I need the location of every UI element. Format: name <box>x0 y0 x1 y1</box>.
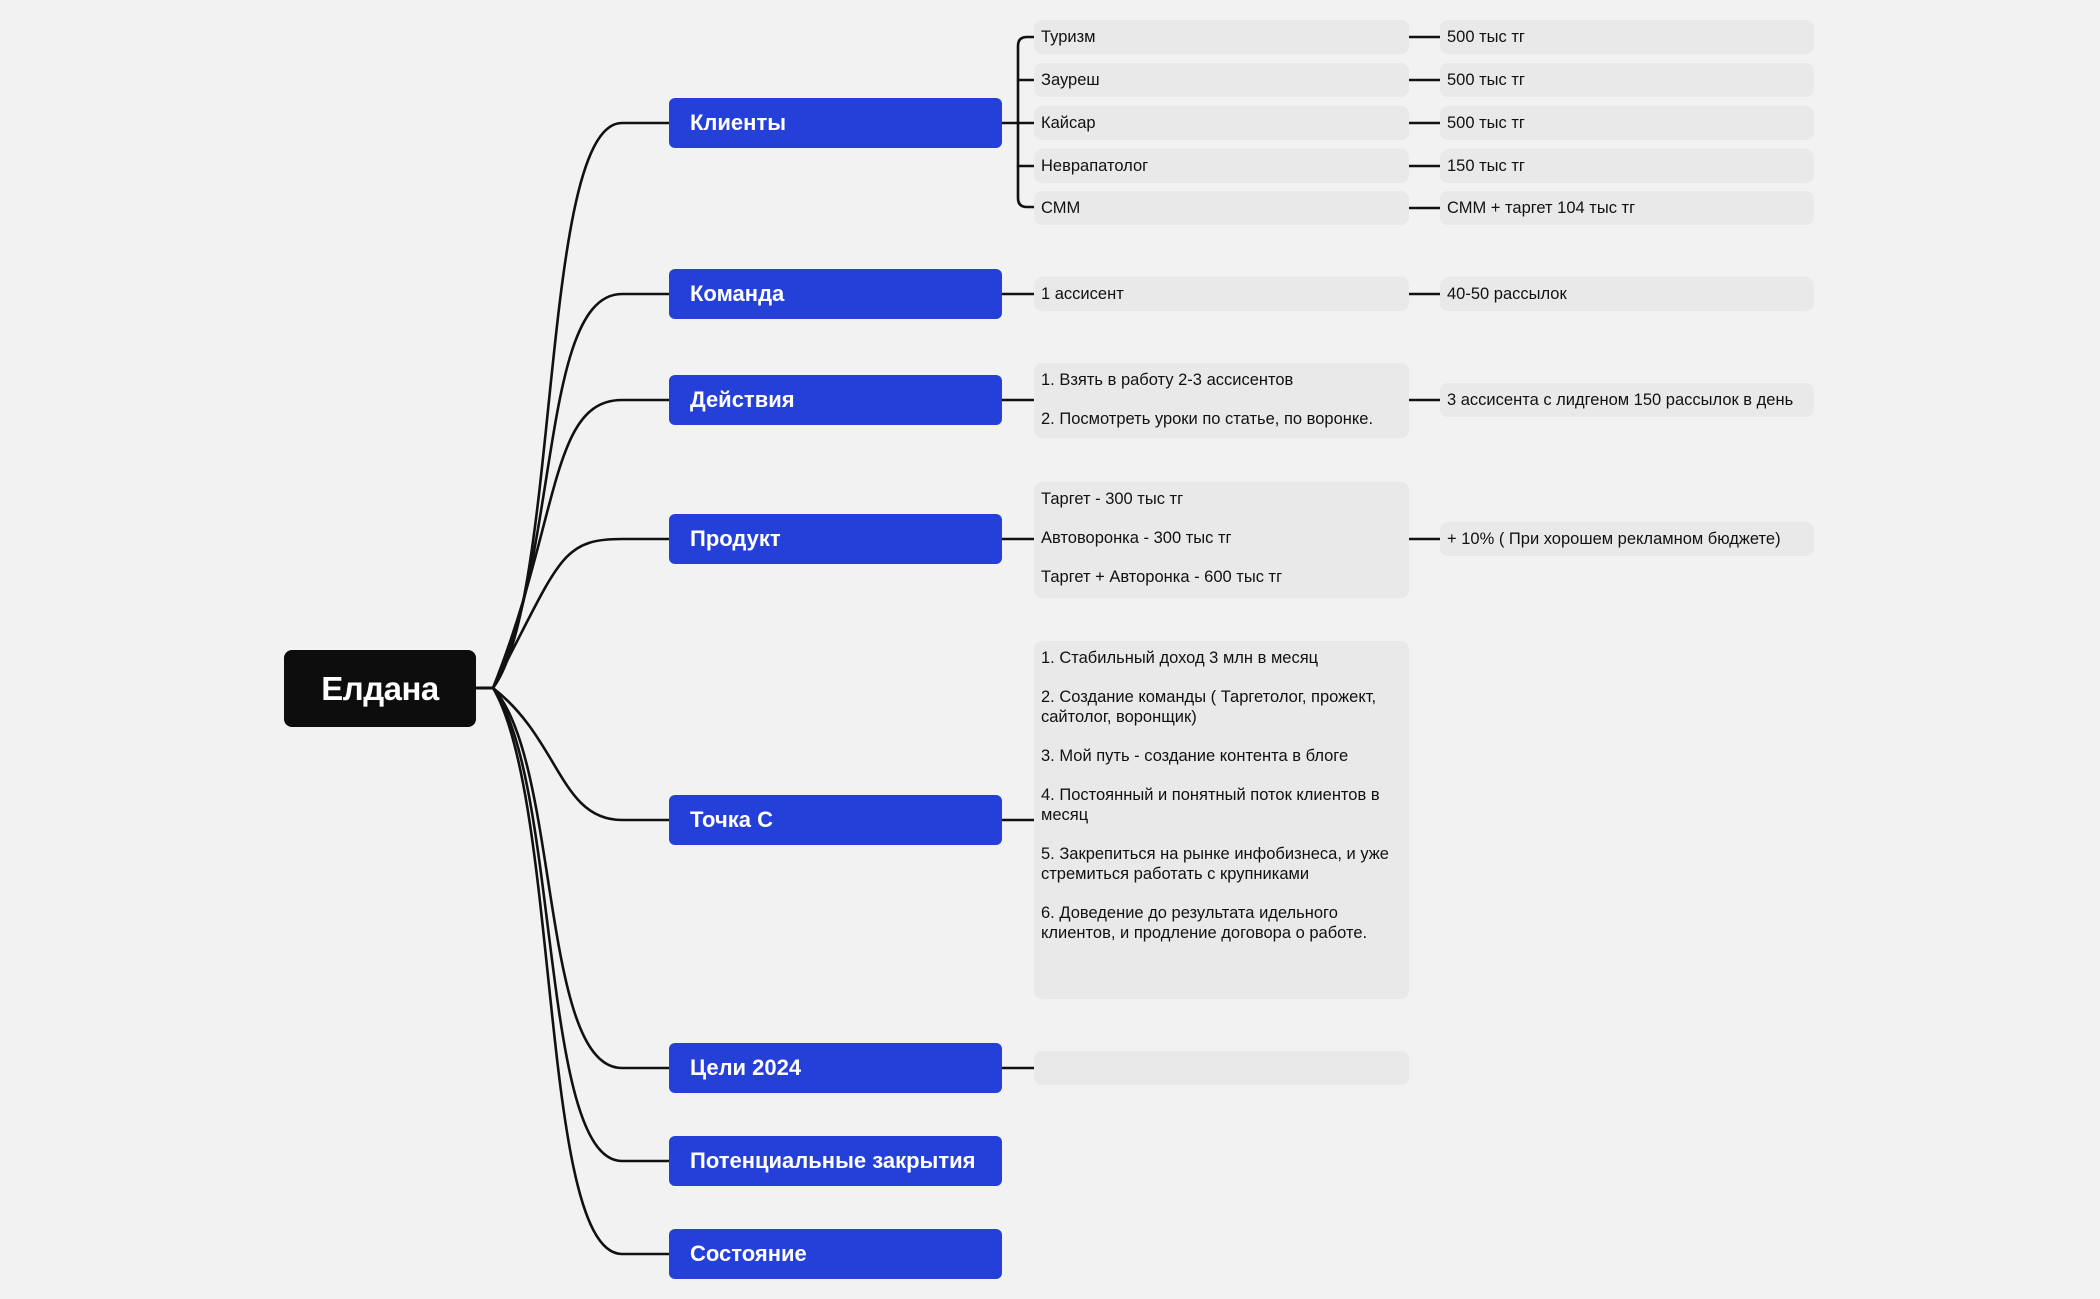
connector-root-team <box>474 292 671 690</box>
client-item[interactable]: Туризм <box>1034 20 1409 54</box>
list-item: Автоворонка - 300 тыс тг <box>1041 529 1232 547</box>
branch-potential-closings[interactable]: Потенциальные закрытия <box>669 1136 1002 1186</box>
connector-root-point-c <box>474 686 671 822</box>
branch-actions[interactable]: Действия <box>669 375 1002 425</box>
team-value[interactable]: 40-50 рассылок <box>1440 277 1814 311</box>
list-item: 4. Постоянный и понятный поток клиентов … <box>1041 786 1380 824</box>
client-item[interactable]: Зауреш <box>1034 63 1409 97</box>
list-item: Таргет + Авторонка - 600 тыс тг <box>1041 568 1283 586</box>
branch-goals-2024[interactable]: Цели 2024 <box>669 1043 1002 1093</box>
list-item: 2. Посмотреть уроки по статье, по воронк… <box>1041 410 1374 428</box>
branch-point-c[interactable]: Точка С <box>669 795 1002 845</box>
root-node[interactable]: Елдана <box>284 650 476 727</box>
branch-clients[interactable]: Клиенты <box>669 98 1002 148</box>
list-item: Таргет - 300 тыс тг <box>1041 490 1184 508</box>
connector-root-clients <box>474 121 671 690</box>
connector-root-product <box>474 537 671 690</box>
connector-root-state <box>474 686 671 1256</box>
client-value[interactable]: 150 тыс тг <box>1440 149 1814 183</box>
list-item: 2. Создание команды ( Таргетолог, прожек… <box>1041 688 1377 726</box>
team-item[interactable]: 1 ассисент <box>1034 277 1409 311</box>
connector-root-actions <box>474 398 671 690</box>
list-item: 5. Закрепиться на рынке инфобизнеса, и у… <box>1041 845 1389 883</box>
connector-root-goals <box>474 686 671 1070</box>
branch-team[interactable]: Команда <box>669 269 1002 319</box>
client-item[interactable]: Кайсар <box>1034 106 1409 140</box>
client-value[interactable]: СММ + таргет 104 тыс тг <box>1440 191 1814 225</box>
client-value[interactable]: 500 тыс тг <box>1440 20 1814 54</box>
goals-2024-item[interactable] <box>1034 1051 1409 1085</box>
branch-state[interactable]: Состояние <box>669 1229 1002 1279</box>
list-item: 3. Мой путь - создание контента в блоге <box>1041 747 1349 765</box>
client-item[interactable]: СММ <box>1034 191 1409 225</box>
list-item: 6. Доведение до результата идельного кли… <box>1041 904 1368 942</box>
client-value[interactable]: 500 тыс тг <box>1440 106 1814 140</box>
list-item: 1. Стабильный доход 3 млн в месяц <box>1041 649 1319 667</box>
client-value[interactable]: 500 тыс тг <box>1440 63 1814 97</box>
list-item: 1. Взять в работу 2-3 ассисентов <box>1041 371 1294 389</box>
connector-root-potential <box>474 686 671 1163</box>
actions-value[interactable]: 3 ассисента с лидгеном 150 рассылок в де… <box>1440 383 1814 417</box>
product-list[interactable]: Таргет - 300 тыс тг Автоворонка - 300 ты… <box>1034 482 1409 598</box>
branch-product[interactable]: Продукт <box>669 514 1002 564</box>
point-c-list[interactable]: 1. Стабильный доход 3 млн в месяц 2. Соз… <box>1034 641 1409 999</box>
actions-list[interactable]: 1. Взять в работу 2-3 ассисентов 2. Посм… <box>1034 363 1409 438</box>
product-value[interactable]: + 10% ( При хорошем рекламном бюджете) <box>1440 522 1814 556</box>
client-item[interactable]: Неврапатолог <box>1034 149 1409 183</box>
